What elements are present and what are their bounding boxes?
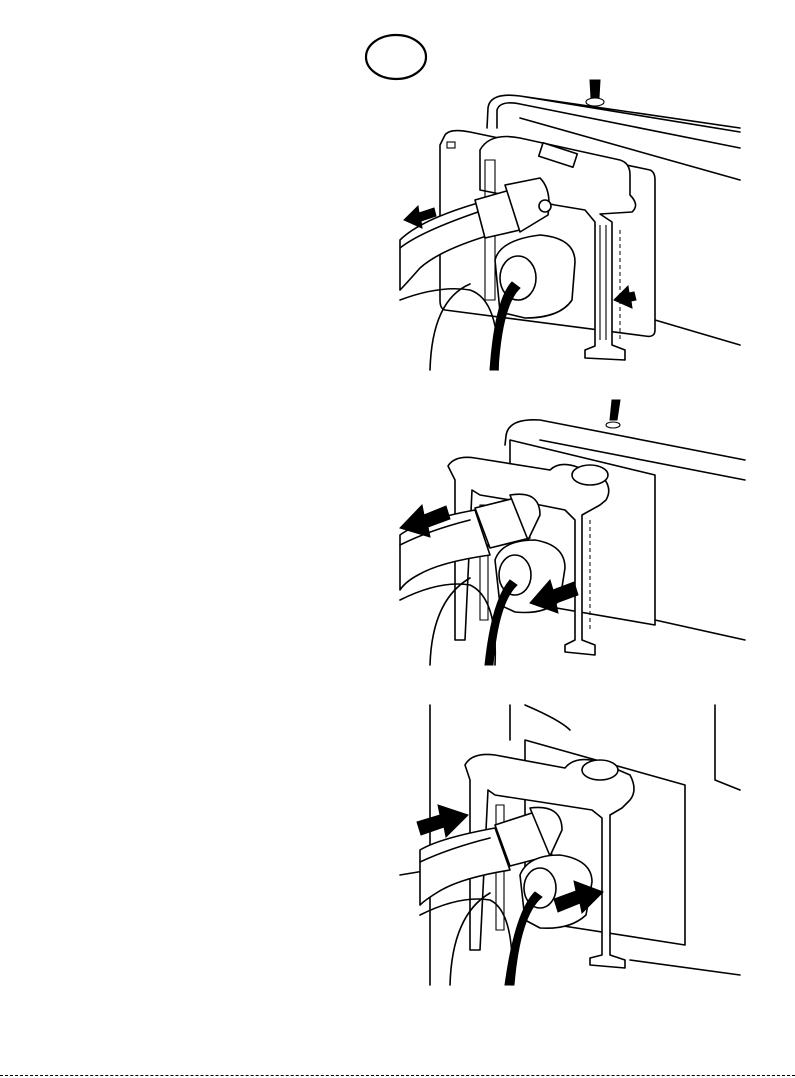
panel-step-1 <box>400 80 740 370</box>
page-bottom-rule <box>0 1075 795 1076</box>
device-housing <box>487 95 740 132</box>
top-cable-2 <box>610 400 620 420</box>
arrow-inward-right-upper <box>417 805 468 837</box>
step-badge-circle <box>366 35 426 79</box>
top-cable <box>590 80 600 98</box>
panel-step-2 <box>400 400 745 665</box>
panel-step-3 <box>400 705 740 985</box>
